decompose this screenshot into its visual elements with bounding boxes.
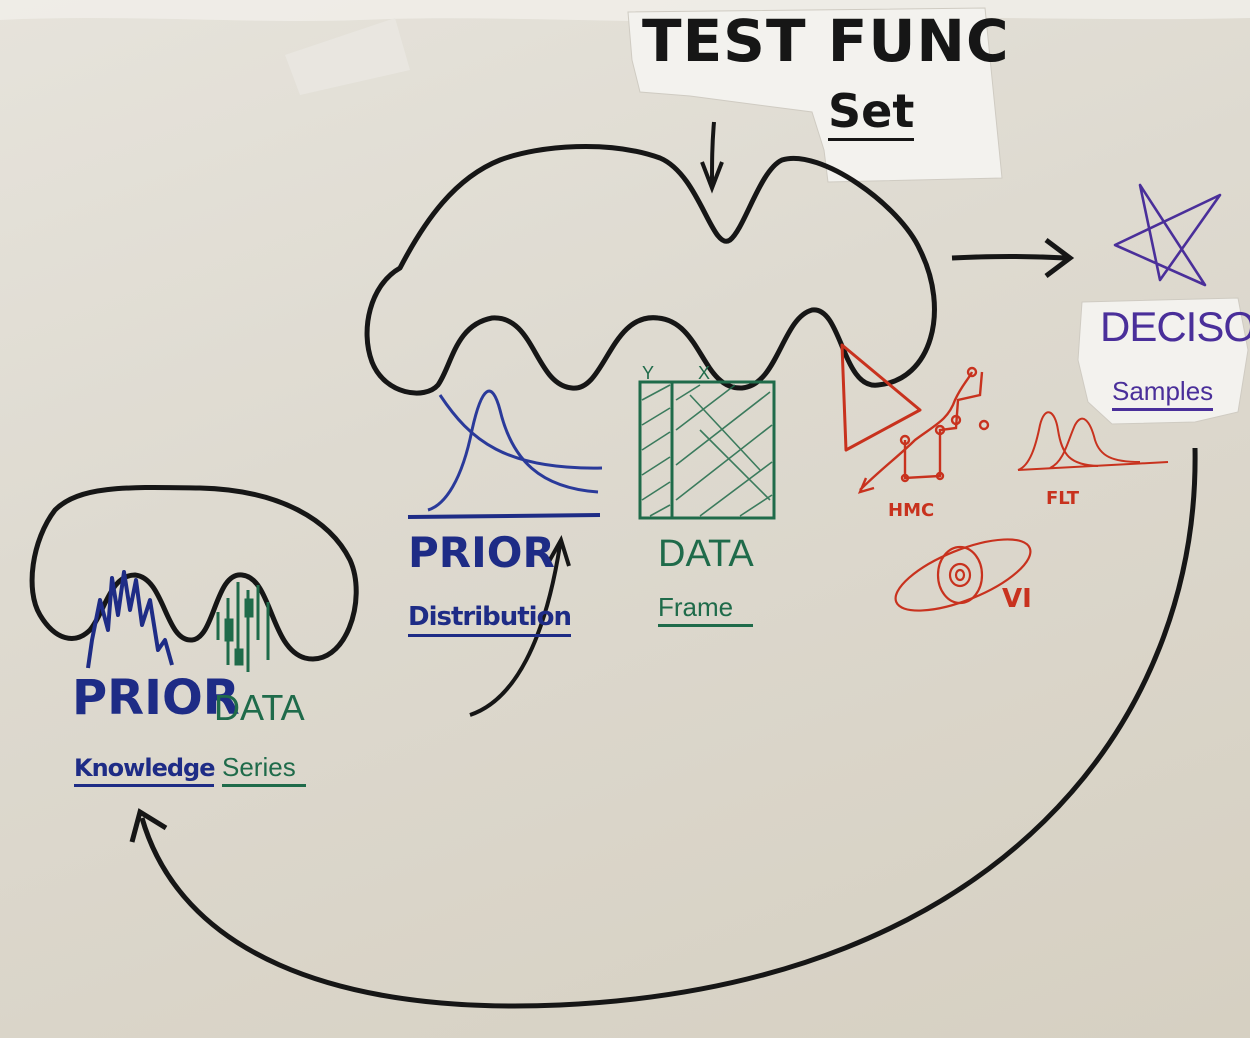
density-curve-icon: [1017, 411, 1169, 471]
data-series-subtitle: Series: [222, 754, 306, 787]
triangle-icon: [840, 343, 922, 452]
data-frame-col-y: Y: [642, 363, 655, 383]
tape-piece: [285, 18, 410, 95]
prior-distribution-title: PRIOR: [408, 528, 555, 577]
feedback-loop-arrow: [139, 447, 1198, 1009]
prior-knowledge-title: PRIOR: [72, 670, 240, 726]
test-function-curve: [364, 143, 937, 396]
data-frame-subtitle: Frame: [658, 594, 754, 627]
method-hmc-label: HMC: [888, 500, 935, 521]
data-series-bars: [216, 582, 270, 672]
sampler-path-icon: [857, 366, 990, 494]
contour-icon: [894, 538, 1032, 612]
prior-knowledge-squiggle: [86, 570, 174, 669]
small-function-curve: [29, 484, 359, 662]
arrow-up: [469, 544, 562, 717]
decision-subtitle: Samples: [1112, 378, 1214, 411]
prior-knowledge-subtitle: Knowledge: [74, 756, 215, 787]
prior-distribution-subtitle: Distribution: [408, 604, 572, 637]
data-series-title: DATA: [214, 687, 305, 728]
star-icon: [1113, 183, 1222, 287]
data-frame-col-x: X: [698, 363, 711, 383]
data-frame-title: DATA: [658, 533, 754, 575]
arrow-right: [951, 254, 1067, 261]
arrow-down: [710, 121, 716, 187]
method-flt-label: FLT: [1046, 488, 1080, 509]
header-title: TEST FUNC: [642, 7, 1010, 75]
tape-strip: [0, 0, 1250, 22]
data-frame-matrix: [638, 380, 776, 520]
header-subtitle: Set: [828, 88, 915, 141]
decision-paper: [1077, 297, 1249, 425]
prior-density-icon: [407, 389, 603, 519]
decision-title: DECISON: [1100, 303, 1250, 350]
method-vi-label: VI: [1002, 584, 1032, 614]
